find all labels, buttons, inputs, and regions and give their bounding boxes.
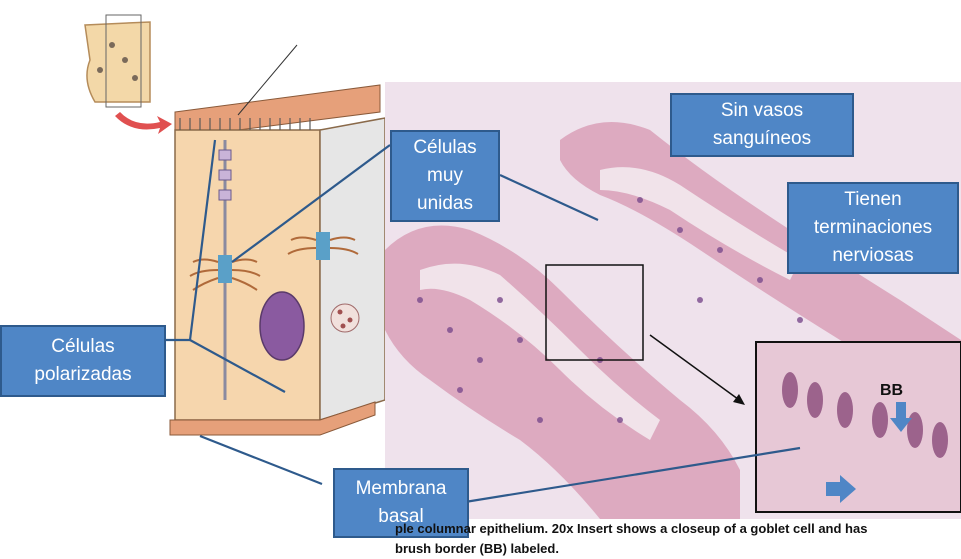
thumbnail-tissue <box>84 14 151 108</box>
label-terminaciones-nerviosas: Tienen terminaciones nerviosas <box>787 182 959 274</box>
desmosome <box>189 255 261 291</box>
label-celulas-polarizadas: Células polarizadas <box>0 325 166 397</box>
figure-caption: ple columnar epithelium. 20x Insert show… <box>395 519 961 559</box>
connector-lines <box>166 139 801 504</box>
label-sin-vasos-text: Sin vasos sanguíneos <box>712 100 812 149</box>
label-membrana-basal-text: Membrana basal <box>355 478 447 527</box>
red-arrow-icon <box>115 112 172 134</box>
right-arrow-icon <box>826 475 856 503</box>
brush-border-label: BB <box>880 382 904 399</box>
label-celulas-muy-unidas: Células muy unidas <box>390 130 500 222</box>
nucleus <box>259 291 305 361</box>
label-celulas-polarizadas-text: Células polarizadas <box>34 336 132 385</box>
label-terminaciones-text: Tienen terminaciones nerviosas <box>813 189 933 266</box>
down-arrow-icon <box>890 402 912 432</box>
caption-line-2: brush border (BB) labeled. <box>395 541 559 556</box>
caption-line-1: ple columnar epithelium. 20x Insert show… <box>395 521 868 536</box>
label-sin-vasos: Sin vasos sanguíneos <box>670 93 854 157</box>
desmosome-side <box>287 232 359 260</box>
label-celulas-muy-unidas-text: Células muy unidas <box>413 137 477 214</box>
label-membrana-basal: Membrana basal <box>333 468 469 538</box>
